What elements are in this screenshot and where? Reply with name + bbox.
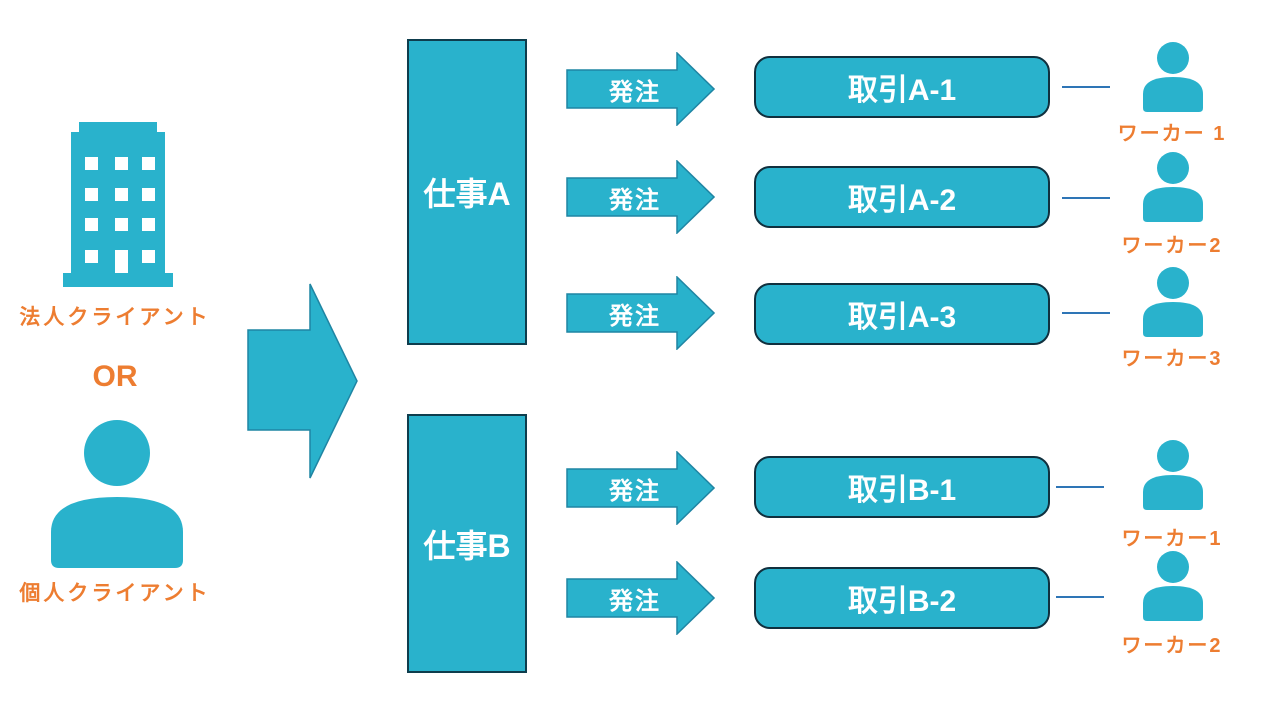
- order-arrow-icon: [566, 451, 715, 525]
- or-label: OR: [92, 360, 138, 393]
- job-a-label: 仕事A: [423, 176, 511, 212]
- worker-label: ワーカー3: [1121, 348, 1223, 370]
- job-b-box: 仕事B: [407, 414, 527, 673]
- transaction-label: 取引A-3: [847, 301, 957, 334]
- job-a-box: 仕事A: [407, 39, 527, 345]
- order-arrow: 発注: [566, 160, 715, 234]
- order-arrow-icon: [566, 52, 715, 126]
- order-label: 発注: [609, 477, 661, 505]
- transaction-box: 取引B-1: [754, 456, 1050, 518]
- connector-line: [1062, 86, 1110, 88]
- transaction-box: 取引A-2: [754, 166, 1050, 228]
- person-icon: [51, 420, 183, 568]
- worker-label: ワーカー1: [1121, 528, 1223, 550]
- worker-icon: [1143, 267, 1203, 337]
- worker-label: ワーカー2: [1121, 635, 1223, 657]
- order-arrow: 発注: [566, 52, 715, 126]
- worker-label: ワーカー 1: [1117, 123, 1227, 145]
- transaction-label: 取引B-2: [847, 585, 957, 618]
- order-arrow-icon: [566, 160, 715, 234]
- order-label: 発注: [609, 302, 661, 330]
- order-arrow: 発注: [566, 561, 715, 635]
- worker-icon: [1143, 152, 1203, 222]
- transaction-box: 取引B-2: [754, 567, 1050, 629]
- corporate-client-label: 法人クライアント: [19, 306, 211, 329]
- order-arrow-icon: [566, 561, 715, 635]
- transaction-label: 取引A-2: [847, 184, 957, 217]
- transaction-label: 取引B-1: [847, 474, 957, 507]
- order-label: 発注: [609, 587, 661, 615]
- job-b-label: 仕事B: [423, 527, 511, 564]
- transaction-box: 取引A-1: [754, 56, 1050, 118]
- connector-line: [1056, 486, 1104, 488]
- transaction-label: 取引A-1: [847, 74, 957, 107]
- order-arrow: 発注: [566, 276, 715, 350]
- worker-icon: [1143, 440, 1203, 510]
- arrow-right-icon: [247, 283, 358, 479]
- worker-icon: [1143, 42, 1203, 112]
- worker-label: ワーカー2: [1121, 235, 1223, 257]
- individual-client-label: 個人クライアント: [19, 582, 211, 605]
- worker-icon: [1143, 551, 1203, 621]
- connector-line: [1056, 596, 1104, 598]
- order-label: 発注: [609, 78, 661, 106]
- connector-line: [1062, 197, 1110, 199]
- building-icon: [63, 122, 173, 287]
- transaction-box: 取引A-3: [754, 283, 1050, 345]
- connector-line: [1062, 312, 1110, 314]
- order-arrow-icon: [566, 276, 715, 350]
- order-arrow: 発注: [566, 451, 715, 525]
- order-label: 発注: [609, 186, 661, 214]
